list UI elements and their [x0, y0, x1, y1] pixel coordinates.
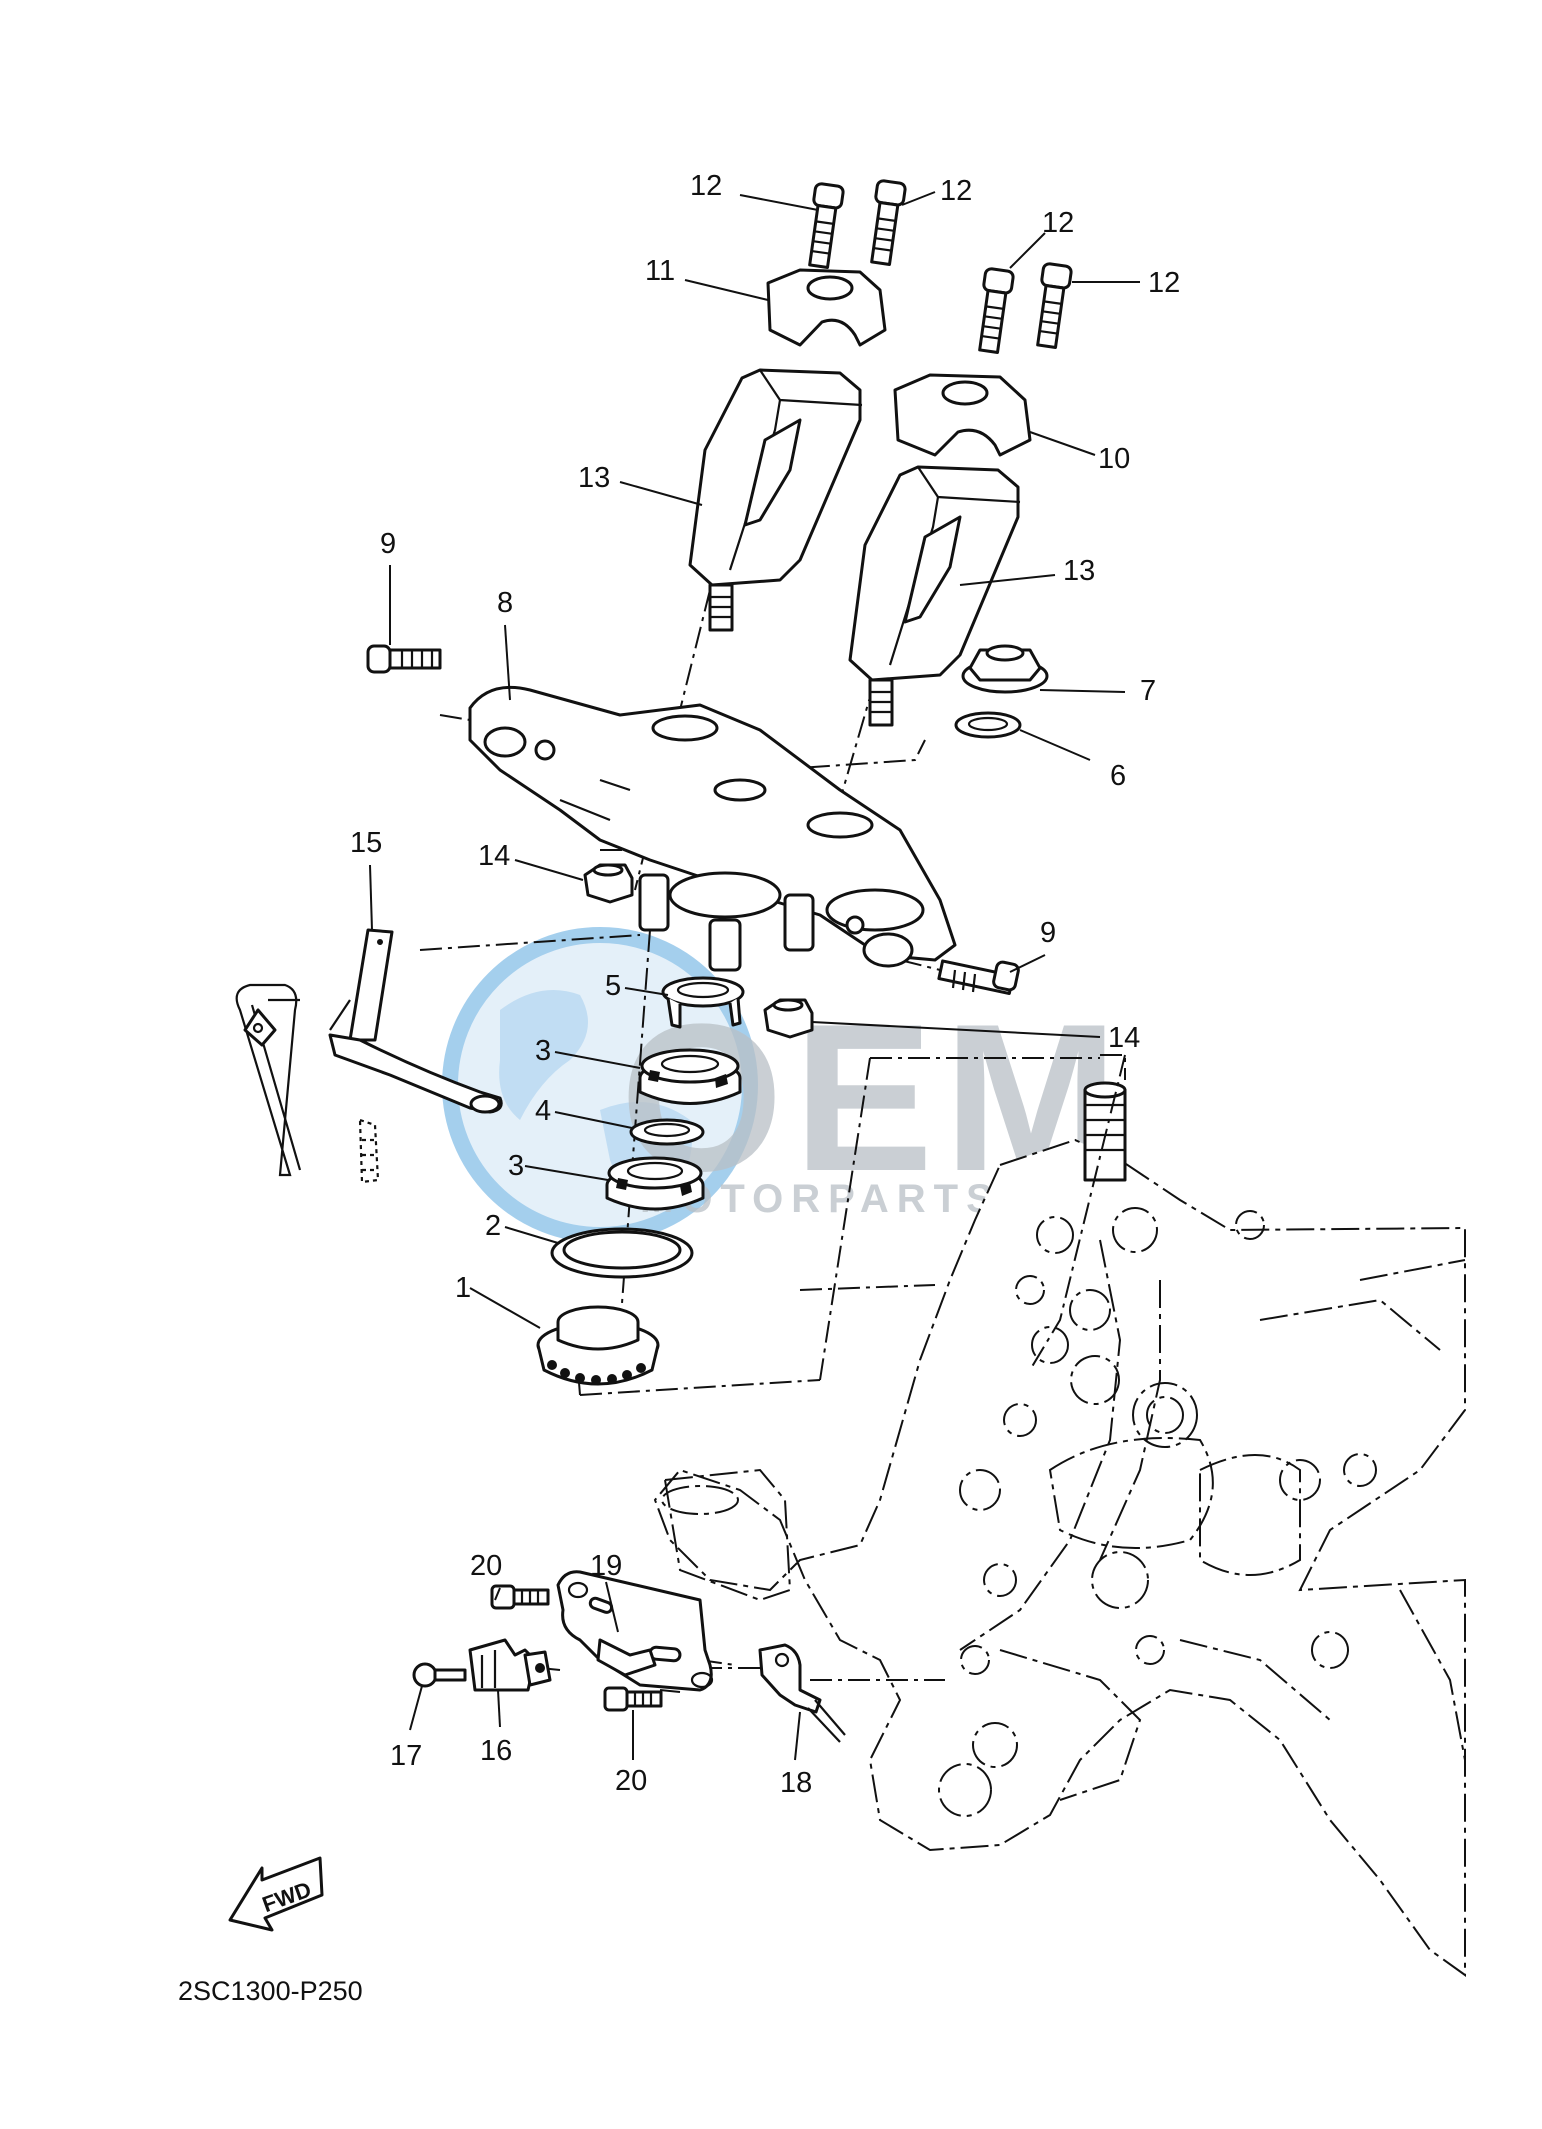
part-14-nut-lower	[763, 998, 814, 1039]
part-12-bolts	[808, 179, 1073, 354]
diagram-code: 2SC1300-P250	[178, 1976, 363, 2006]
callout-5: 5	[605, 970, 621, 1002]
callout-12-d: 12	[1148, 267, 1180, 299]
callout-12-a: 12	[690, 170, 722, 202]
callout-13-left: 13	[578, 462, 610, 494]
callout-17: 17	[390, 1740, 422, 1772]
callout-12-c: 12	[1042, 207, 1074, 239]
callout-15: 15	[350, 827, 382, 859]
frame-background	[653, 1081, 1466, 1977]
callout-14-lower: 14	[1108, 1022, 1140, 1054]
callout-20-lower: 20	[615, 1765, 647, 1797]
callout-14-upper: 14	[478, 840, 510, 872]
callout-3-upper: 3	[535, 1035, 551, 1067]
part-14-nut-upper	[583, 863, 634, 904]
leader-lines	[369, 191, 1140, 1761]
part-3-ring-nut-upper	[638, 1048, 742, 1105]
callout-6: 6	[1110, 760, 1126, 792]
callout-2: 2	[485, 1210, 501, 1242]
callout-18: 18	[780, 1767, 812, 1799]
callout-20-upper: 20	[470, 1550, 502, 1582]
part-16-switch	[468, 1638, 552, 1692]
part-5-lock-washer	[661, 976, 745, 1029]
callout-16: 16	[480, 1735, 512, 1767]
part-20-bolt-lower	[603, 1686, 663, 1712]
part-6-washer	[954, 711, 1022, 739]
part-13-riser-left	[688, 368, 863, 632]
part-18-sensor	[758, 1643, 846, 1743]
part-11-upper-holder	[766, 268, 887, 347]
part-15-cable-guide	[235, 928, 503, 1184]
part-17-screw	[412, 1662, 467, 1688]
part-9-bolt-left	[366, 644, 442, 674]
callout-1: 1	[455, 1272, 471, 1304]
callout-labels: 1 2 3 4 3 5 6 7 8 9 9 10 11 12 12 12 12 …	[350, 170, 1180, 1799]
part-13-riser-right	[848, 465, 1021, 727]
callout-12-b: 12	[940, 175, 972, 207]
part-7-nut	[961, 644, 1049, 694]
fwd-arrow-icon: FWD	[228, 1856, 324, 1932]
callout-8: 8	[497, 587, 513, 619]
callout-13-right: 13	[1063, 555, 1095, 587]
callout-19: 19	[590, 1550, 622, 1582]
callout-7: 7	[1140, 675, 1156, 707]
callout-10: 10	[1098, 443, 1130, 475]
part-3-ring-nut-lower	[605, 1156, 705, 1211]
part-4-washer	[629, 1118, 705, 1146]
part-1-bearing	[536, 1305, 660, 1386]
part-9-bolt-right	[937, 959, 1020, 995]
callout-9-lower: 9	[1040, 917, 1056, 949]
part-10-upper-holder	[893, 373, 1032, 457]
part-19-bracket	[556, 1570, 714, 1692]
callout-9-upper: 9	[380, 528, 396, 560]
callout-11: 11	[645, 255, 675, 287]
part-8-upper-bracket	[468, 685, 957, 972]
callout-4: 4	[535, 1095, 551, 1127]
callout-3-lower: 3	[508, 1150, 524, 1182]
part-2-seal	[550, 1227, 694, 1279]
